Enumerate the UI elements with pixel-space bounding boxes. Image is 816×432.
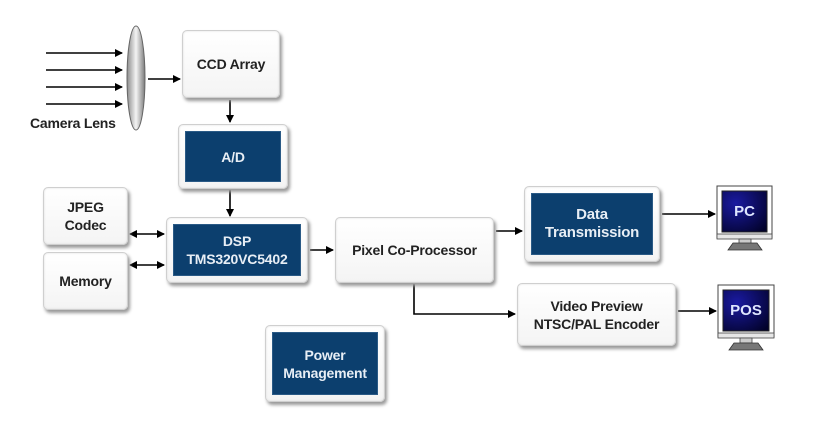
edge-pixel-video bbox=[413, 284, 516, 318]
pc-monitor-icon bbox=[716, 185, 773, 251]
node-label: Video Preview bbox=[550, 297, 643, 314]
node-dsp: DSP TMS320VC5402 bbox=[166, 217, 308, 283]
node-label: Data bbox=[576, 206, 608, 223]
node-pixel-co-processor: Pixel Co-Processor bbox=[335, 217, 494, 283]
node-label: Transmission bbox=[544, 224, 640, 241]
node-label: A/D bbox=[221, 148, 245, 165]
node-label: NTSC/PAL Encoder bbox=[533, 315, 660, 332]
node-label: DSP bbox=[222, 233, 252, 249]
node-jpeg-codec: JPEG Codec bbox=[43, 187, 128, 245]
pos-label: POS bbox=[730, 302, 762, 319]
node-label: JPEG bbox=[67, 199, 104, 215]
node-ad-converter: A/D bbox=[178, 124, 288, 189]
node-label: Power bbox=[304, 346, 346, 363]
camera-lens-icon bbox=[126, 25, 146, 131]
pos-monitor-icon bbox=[717, 284, 775, 351]
node-label: Pixel Co-Processor bbox=[352, 242, 477, 258]
node-memory: Memory bbox=[43, 252, 128, 310]
light-ray-arrows bbox=[46, 49, 123, 108]
node-label: Management bbox=[283, 364, 367, 381]
pc-label: PC bbox=[734, 203, 755, 220]
node-label: CCD Array bbox=[196, 56, 266, 72]
node-label: TMS320VC5402 bbox=[186, 251, 288, 267]
node-label: Memory bbox=[59, 273, 112, 289]
node-ccd-array: CCD Array bbox=[182, 30, 280, 98]
node-label: Codec bbox=[64, 217, 107, 233]
camera-lens-label: Camera Lens bbox=[30, 115, 116, 131]
